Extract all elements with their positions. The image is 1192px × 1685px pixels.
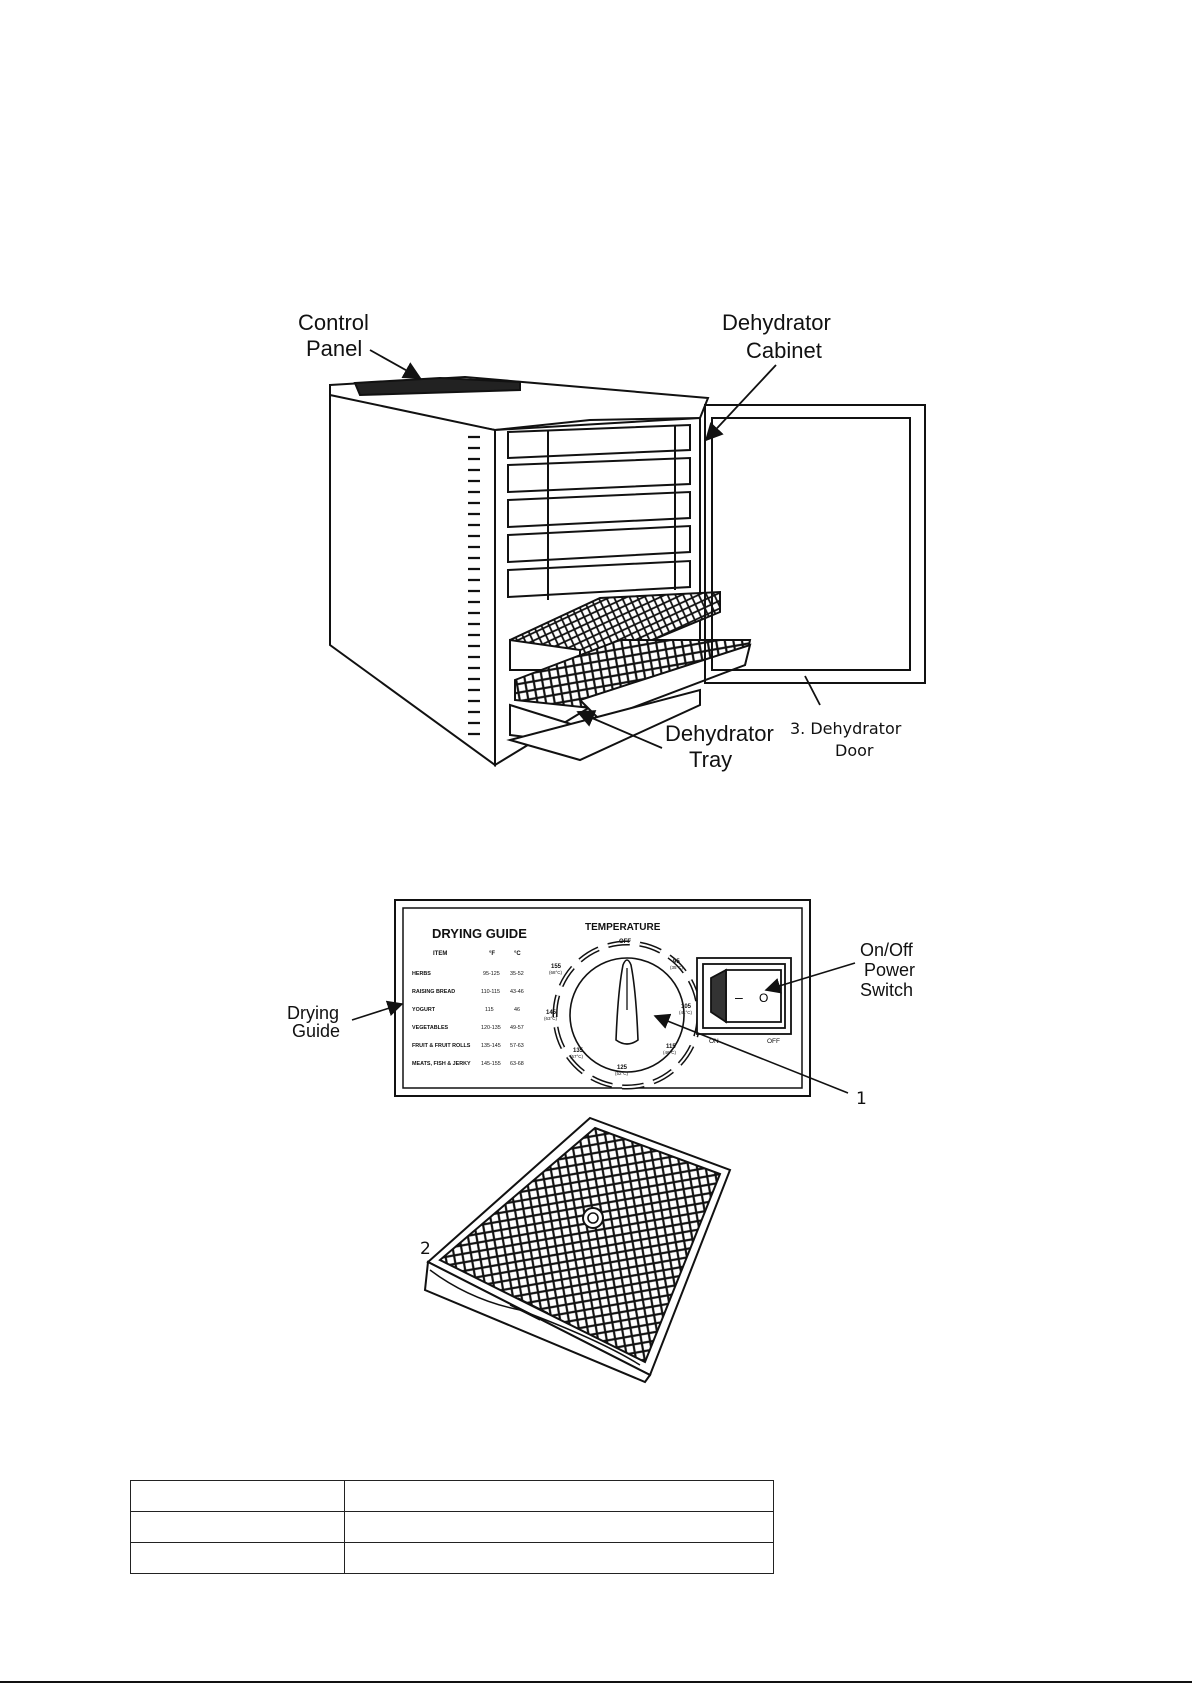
svg-text:Switch: Switch xyxy=(860,980,913,1000)
switch-off-label: OFF xyxy=(767,1038,780,1045)
dehydrator-illustration xyxy=(329,375,926,767)
table-cell xyxy=(130,1511,345,1543)
svg-text:95: 95 xyxy=(673,959,680,965)
svg-text:3. Dehydrator: 3. Dehydrator xyxy=(790,719,902,738)
dial-mark: 135 (57°C) xyxy=(570,1048,584,1059)
col-f: °F xyxy=(489,951,495,957)
svg-text:Panel: Panel xyxy=(306,336,362,361)
dial-mark: 155 (68°C) xyxy=(549,964,563,975)
label-dehydrator-door: 3. Dehydrator Door xyxy=(790,719,902,760)
dial-mark: 145 (63°C) xyxy=(544,1010,558,1021)
svg-text:(41°C): (41°C) xyxy=(679,1010,693,1015)
tray-stack xyxy=(507,423,691,600)
svg-text:46: 46 xyxy=(514,1007,520,1013)
table-cell xyxy=(344,1480,774,1512)
svg-text:57-63: 57-63 xyxy=(510,1043,524,1049)
svg-text:63-68: 63-68 xyxy=(510,1061,524,1067)
switch-dash: – xyxy=(735,989,743,1005)
label-power-switch: On/Off Power Switch xyxy=(860,940,915,1000)
svg-text:Guide: Guide xyxy=(292,1021,340,1041)
svg-text:On/Off: On/Off xyxy=(860,940,914,960)
svg-text:115: 115 xyxy=(666,1044,676,1050)
dial-mark: 115 (46°C) xyxy=(663,1044,677,1055)
svg-text:145: 145 xyxy=(546,1010,557,1016)
tray-illustration xyxy=(423,1116,732,1384)
svg-text:Tray: Tray xyxy=(689,747,732,772)
svg-text:105: 105 xyxy=(681,1004,692,1010)
svg-text:YOGURT: YOGURT xyxy=(412,1007,436,1013)
table-row xyxy=(130,1511,774,1543)
guide-row: MEATS, FISH & JERKY 145-155 63-68 xyxy=(412,1061,524,1067)
svg-text:49-57: 49-57 xyxy=(510,1025,524,1031)
svg-text:Cabinet: Cabinet xyxy=(746,338,822,363)
svg-text:VEGETABLES: VEGETABLES xyxy=(412,1025,449,1031)
svg-text:FRUIT & FRUIT ROLLS: FRUIT & FRUIT ROLLS xyxy=(412,1043,471,1049)
svg-text:115: 115 xyxy=(485,1007,494,1013)
svg-text:MEATS, FISH & JERKY: MEATS, FISH & JERKY xyxy=(412,1061,471,1067)
drying-guide-title: DRYING GUIDE xyxy=(432,926,527,941)
table-row xyxy=(130,1542,774,1574)
switch-circle: O xyxy=(759,991,768,1005)
svg-text:95-125: 95-125 xyxy=(483,971,500,977)
label-control-panel: Control Panel xyxy=(298,310,369,361)
guide-row: YOGURT 115 46 xyxy=(412,1007,520,1013)
table-cell xyxy=(344,1511,774,1543)
svg-text:110-115: 110-115 xyxy=(481,989,500,995)
svg-text:(68°C): (68°C) xyxy=(549,970,563,975)
dial-mark: 95 (35°C) xyxy=(670,959,684,970)
svg-text:120-135: 120-135 xyxy=(481,1025,501,1031)
svg-text:155: 155 xyxy=(551,964,562,970)
page-bottom-rule xyxy=(0,1681,1192,1683)
svg-text:Control: Control xyxy=(298,310,369,335)
svg-text:Dehydrator: Dehydrator xyxy=(665,721,774,746)
table-cell xyxy=(344,1542,774,1574)
dial-mark: 125 (52°C) xyxy=(615,1065,629,1076)
table-cell xyxy=(130,1480,345,1512)
svg-text:(52°C): (52°C) xyxy=(615,1071,629,1076)
table-row xyxy=(130,1480,774,1512)
top-callout-arrows xyxy=(369,349,821,749)
power-switch xyxy=(696,957,792,1035)
svg-text:Dehydrator: Dehydrator xyxy=(722,310,831,335)
svg-text:145-155: 145-155 xyxy=(481,1061,501,1067)
vent-slots xyxy=(468,435,480,736)
guide-row: FRUIT & FRUIT ROLLS 135-145 57-63 xyxy=(412,1043,524,1049)
svg-text:(35°C): (35°C) xyxy=(670,965,684,970)
blank-table xyxy=(130,1480,774,1574)
guide-row: RAISING BREAD 110-115 43-46 xyxy=(412,989,524,995)
col-c: °C xyxy=(514,951,521,957)
guide-row: VEGETABLES 120-135 49-57 xyxy=(412,1025,524,1031)
svg-text:135: 135 xyxy=(573,1048,584,1054)
svg-text:(63°C): (63°C) xyxy=(544,1016,558,1021)
label-drying-guide: Drying Guide xyxy=(287,1003,340,1041)
control-panel-illustration: DRYING GUIDE ITEM °F °C HERBS 95-125 35-… xyxy=(394,899,811,1097)
svg-text:Drying: Drying xyxy=(287,1003,339,1023)
panel-callout-arrows xyxy=(351,962,856,1094)
svg-text:(57°C): (57°C) xyxy=(570,1054,584,1059)
svg-text:RAISING BREAD: RAISING BREAD xyxy=(412,989,455,995)
svg-text:125: 125 xyxy=(617,1065,628,1071)
svg-text:35-52: 35-52 xyxy=(510,971,524,977)
callout-1: 1 xyxy=(856,1089,867,1109)
svg-text:Door: Door xyxy=(835,741,874,760)
svg-text:135-145: 135-145 xyxy=(481,1043,501,1049)
svg-text:43-46: 43-46 xyxy=(510,989,524,995)
switch-on-label: ON xyxy=(709,1038,719,1045)
svg-text:Power: Power xyxy=(864,960,915,980)
table-cell xyxy=(130,1542,345,1574)
svg-text:HERBS: HERBS xyxy=(412,971,431,977)
guide-row: HERBS 95-125 35-52 xyxy=(412,971,524,977)
label-dehydrator-cabinet: Dehydrator Cabinet xyxy=(722,310,831,363)
svg-text:(46°C): (46°C) xyxy=(663,1050,677,1055)
col-item: ITEM xyxy=(433,951,447,957)
dial-mark: 105 (41°C) xyxy=(679,1004,693,1015)
dial-off: OFF xyxy=(619,939,631,945)
label-dehydrator-tray: Dehydrator Tray xyxy=(665,721,774,772)
callout-2: 2 xyxy=(420,1239,431,1259)
temperature-title: TEMPERATURE xyxy=(585,922,661,933)
